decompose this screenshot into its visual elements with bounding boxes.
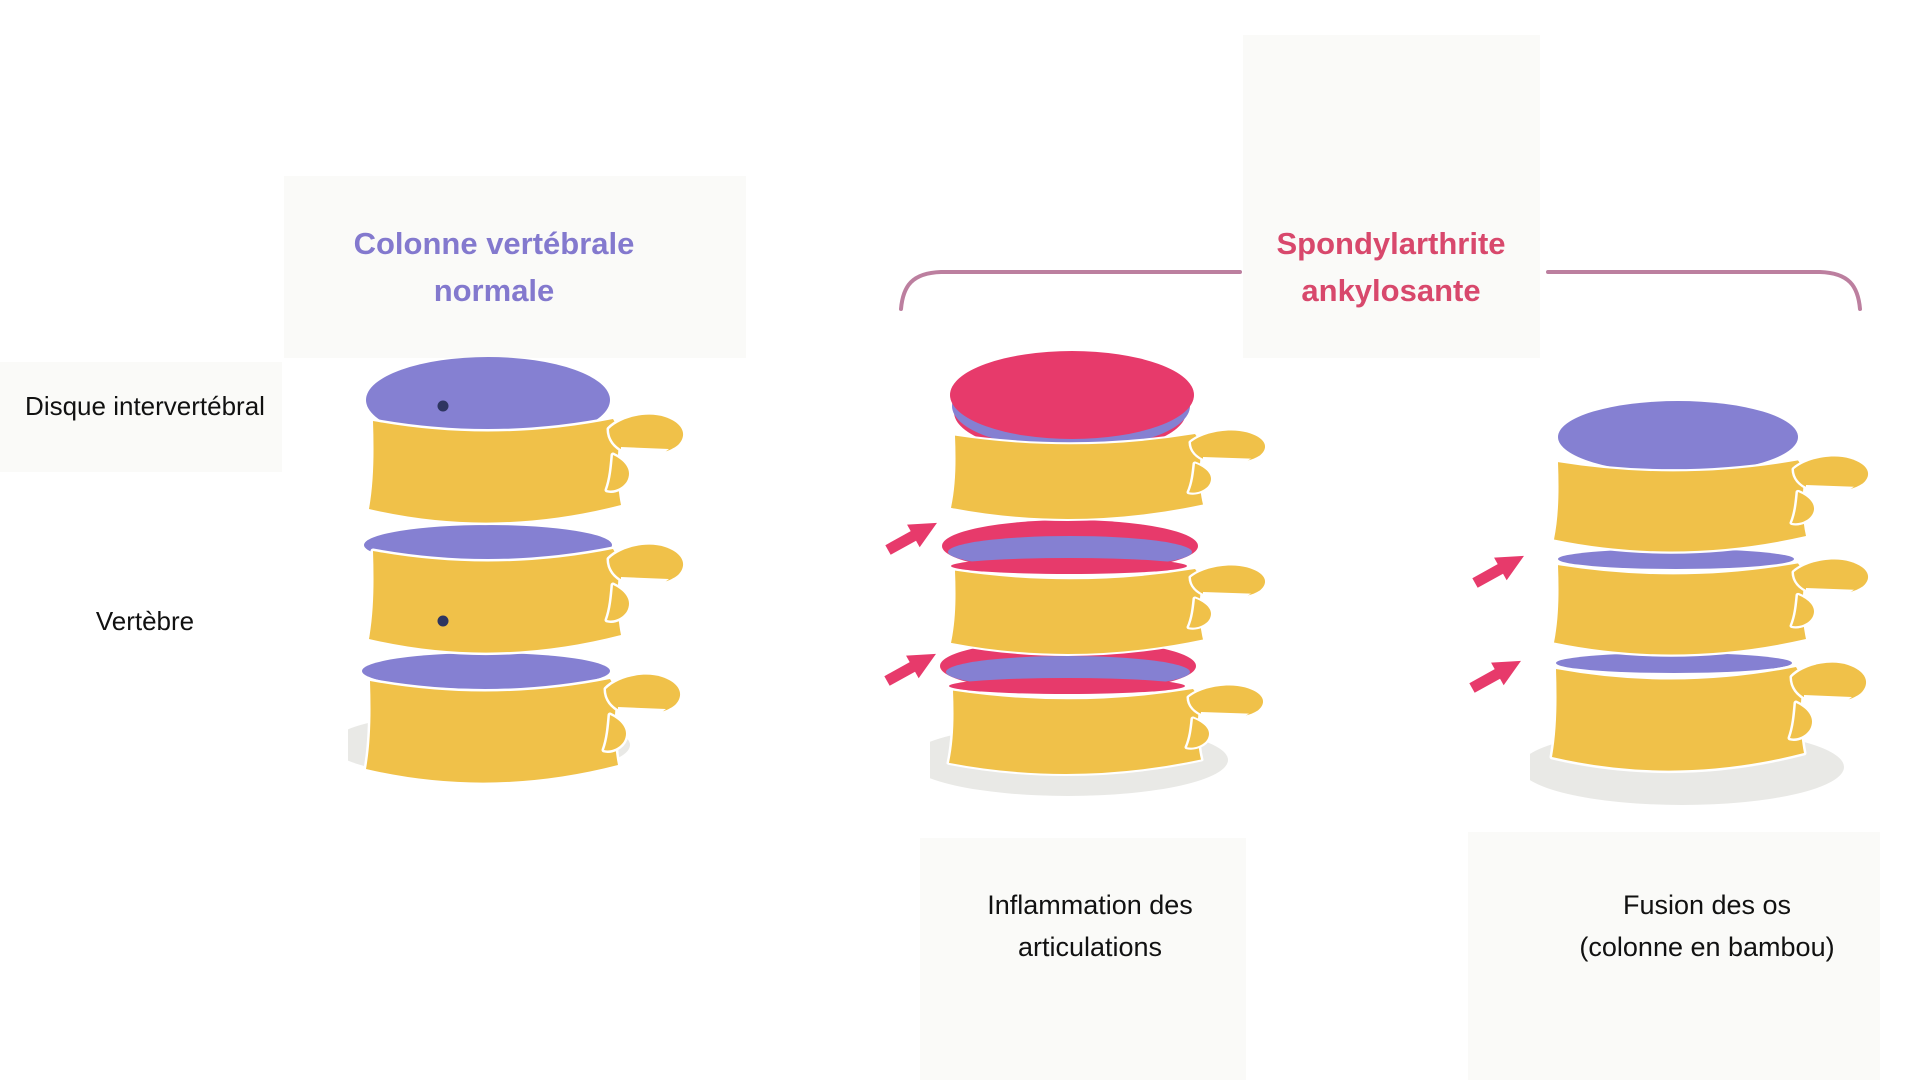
normal-spine-illustration [348, 357, 688, 815]
background-panel [0, 362, 282, 472]
caption-inflammation-line1: Inflammation des [987, 890, 1193, 920]
intervertebral-disc-top [366, 357, 610, 443]
background-panel [920, 838, 1246, 1080]
vertebra-shape [369, 415, 683, 523]
fused-disc-band [1558, 549, 1794, 569]
vertebra-shape [951, 430, 1265, 518]
arrow-icon [1468, 544, 1531, 595]
inflamed-disc-rim [949, 678, 1185, 694]
background-panel [1243, 35, 1540, 358]
disc-label: Disque intervertébral [25, 391, 265, 421]
caption-inflammation: Inflammation des articulations [870, 884, 1310, 968]
intervertebral-disc-top [1558, 401, 1798, 473]
disc-band [364, 525, 612, 565]
caption-fusion-line1: Fusion des os [1622, 890, 1792, 920]
fused-spine-illustration [1530, 401, 1880, 805]
background-panel [284, 176, 746, 358]
inflamed-spine-illustration [930, 351, 1270, 796]
caption-fusion: Fusion des os (colonne en bambou) [1487, 884, 1920, 968]
caption-inflammation-line2: articulations [1017, 932, 1163, 962]
normal-spine-title-line2: normale [433, 273, 555, 308]
disease-title: Spondylarthrite ankylosante [1171, 220, 1611, 314]
disease-title-line1: Spondylarthrite [1276, 226, 1506, 261]
background-panel [1468, 832, 1880, 1080]
normal-spine-title-line1: Colonne vertébrale [353, 226, 635, 261]
vertebra-shape [951, 565, 1265, 653]
inflamed-disc-rim [951, 558, 1187, 574]
caption-fusion-line2: (colonne en bambou) [1579, 932, 1835, 962]
vertebra-label: Vertèbre [95, 606, 195, 636]
vertebra-shape [369, 545, 683, 653]
arrow-icon [1465, 649, 1528, 700]
disease-title-line2: ankylosante [1301, 273, 1481, 308]
vertebra-shape [366, 675, 680, 783]
normal-spine-title: Colonne vertébrale normale [274, 220, 714, 314]
fused-disc-band [1556, 653, 1792, 673]
inflamed-disc-top [950, 351, 1194, 439]
vertebra-shape [1554, 560, 1868, 655]
vertebra-shape [1554, 457, 1868, 552]
disc-band [362, 653, 610, 689]
